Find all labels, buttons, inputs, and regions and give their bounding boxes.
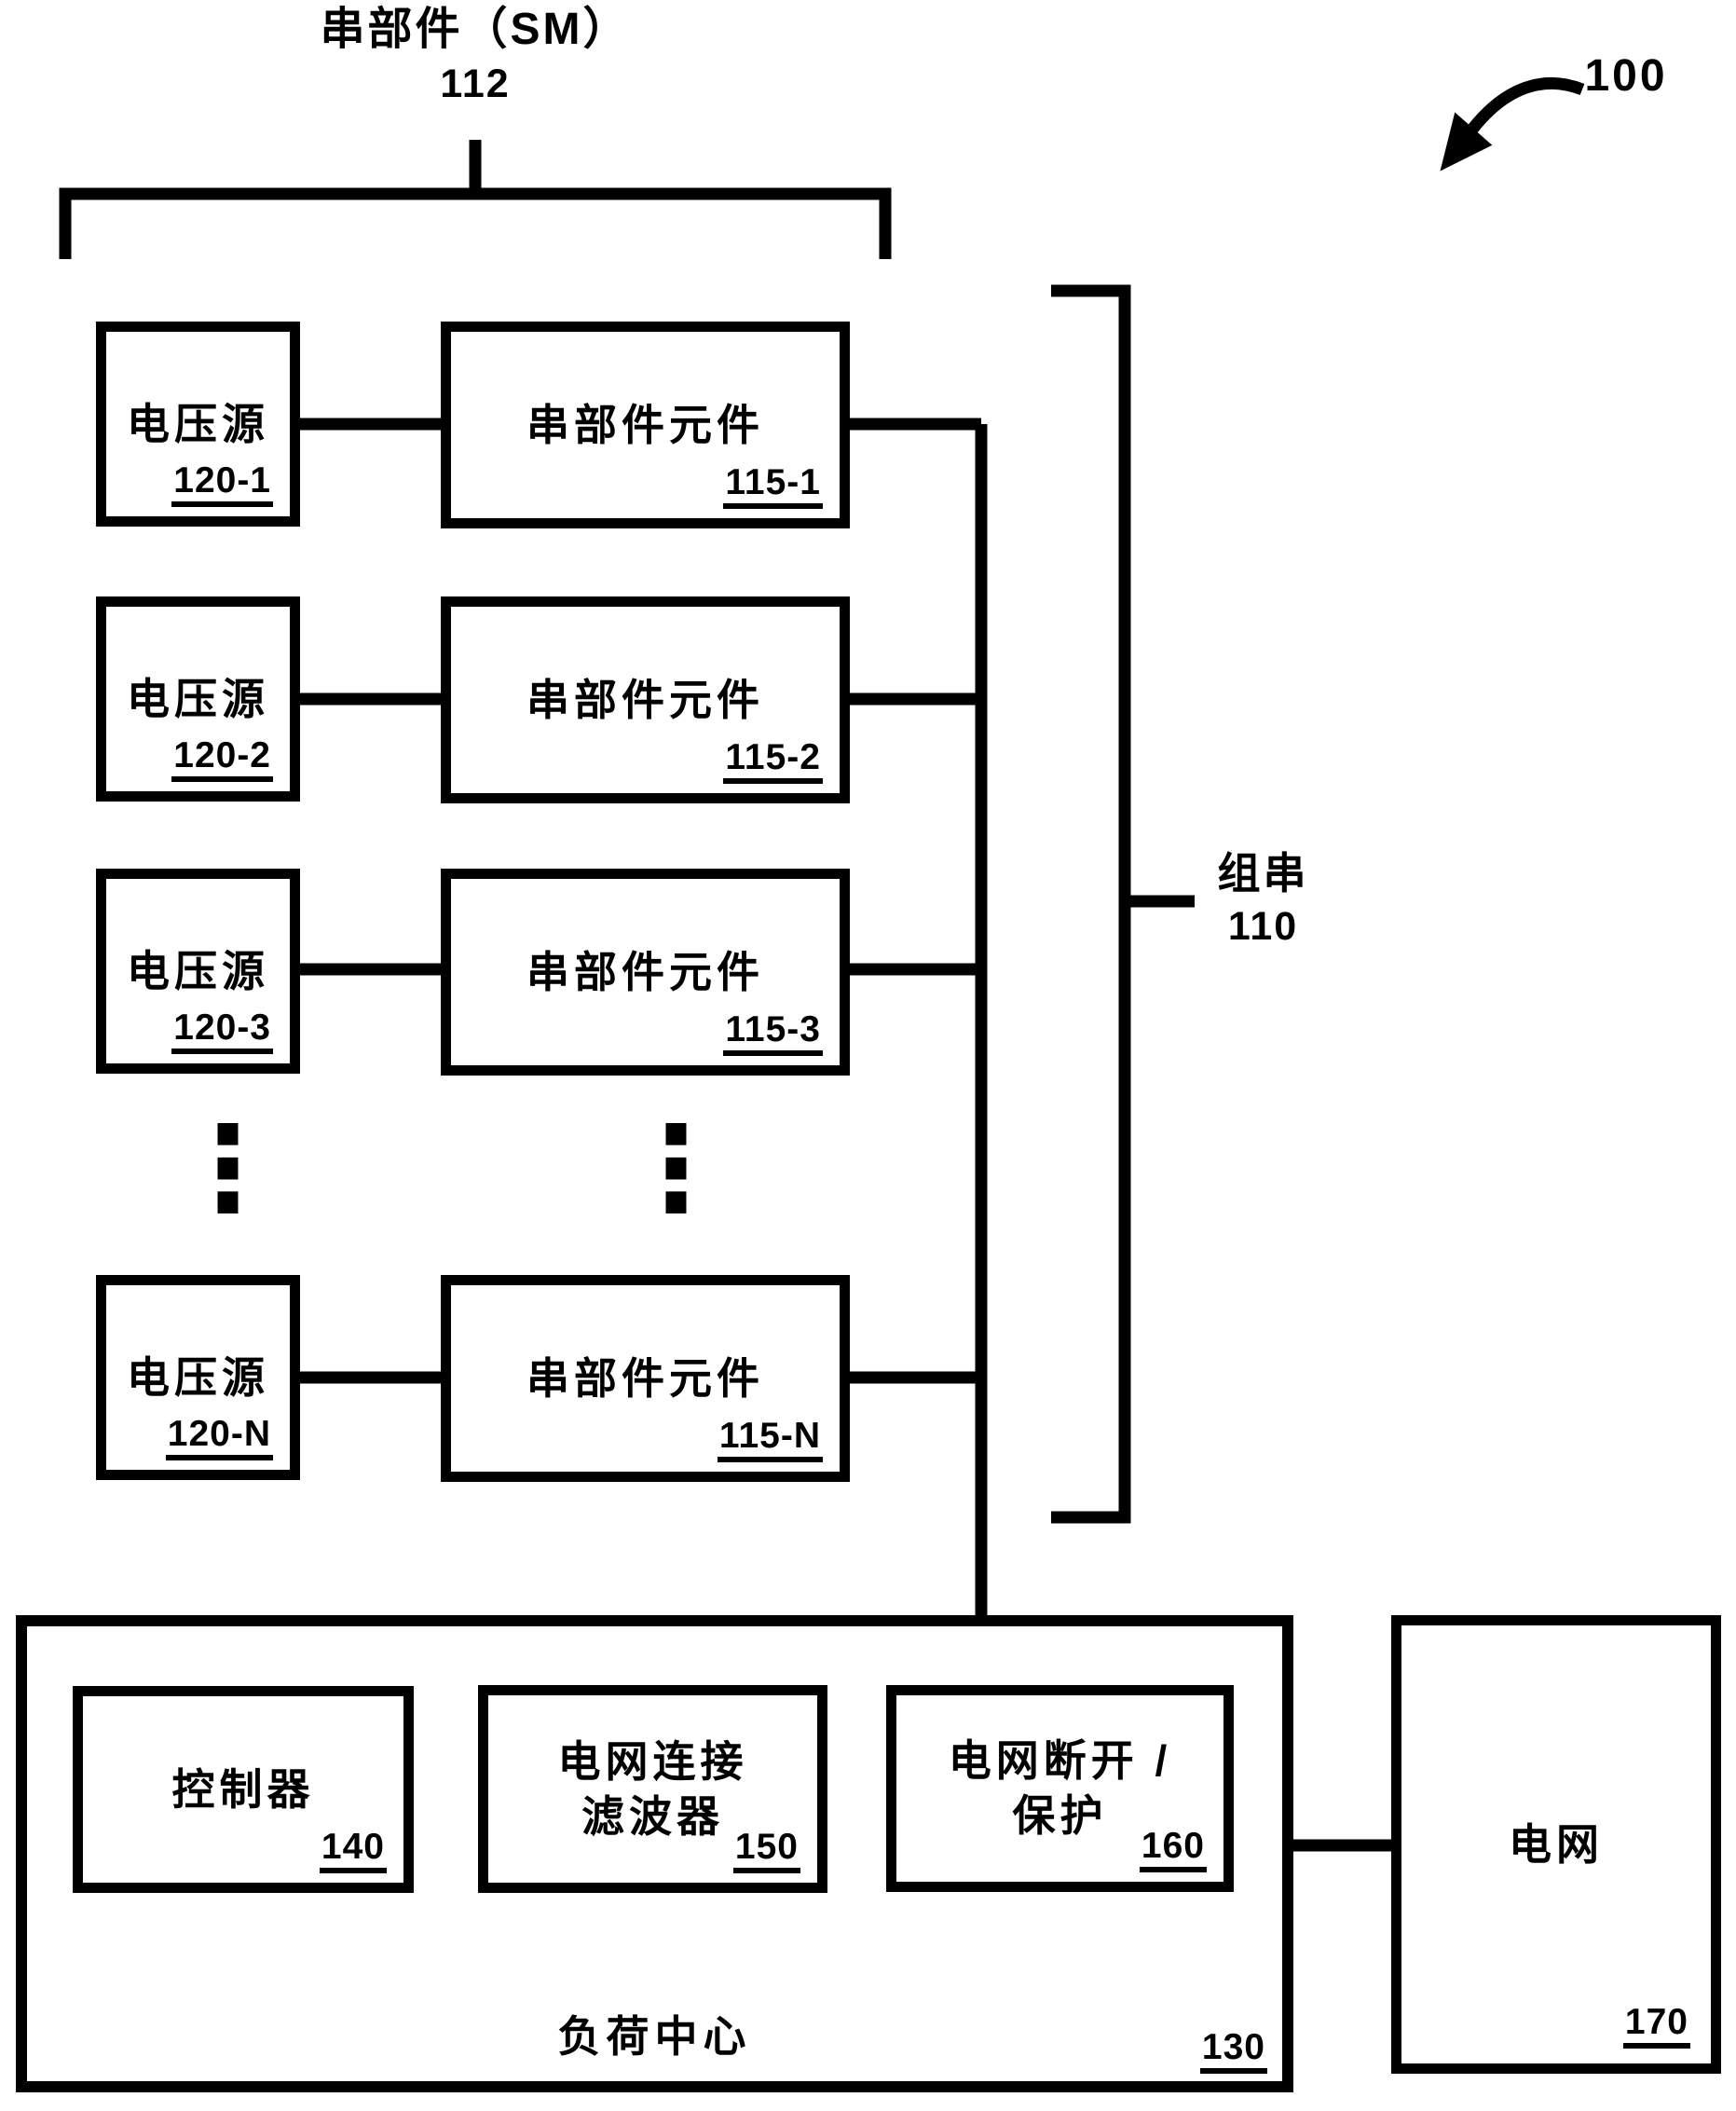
grid-ref: 170 <box>1622 2004 1690 2049</box>
grid-label: 电网 <box>1509 1819 1604 1869</box>
grid-connection-filter-label-line1: 电网连接 <box>557 1736 748 1786</box>
grid-disconnect-protection-box: 电网断开 / 保护 160 <box>886 1685 1234 1892</box>
group-caption-ref: 110 <box>1227 903 1299 949</box>
voltage-source-box-1: 电压源 120-1 <box>96 322 300 527</box>
load-center-box: 控制器 140 电网连接 滤波器 150 电网断开 / 保护 160 负荷中心 … <box>16 1615 1293 2092</box>
grid-disconnect-protection-ref: 160 <box>1139 1828 1207 1872</box>
vertical-ellipsis-right: ⋮ <box>618 1104 734 1234</box>
sm-caption: 串部件（SM） 112 <box>252 5 699 106</box>
string-module-element-ref-n: 115-N <box>717 1418 823 1462</box>
voltage-source-box-3: 电压源 120-3 <box>96 869 300 1074</box>
sm-caption-title: 串部件（SM） <box>320 5 631 54</box>
grid-disconnect-label-line1: 电网断开 / <box>948 1736 1172 1786</box>
voltage-source-label-n: 电压源 <box>127 1352 269 1402</box>
load-center-label: 负荷中心 <box>557 2012 752 2061</box>
figure-ref-label: 100 <box>1575 51 1677 102</box>
grid-disconnect-label-line2: 保护 <box>1012 1791 1108 1840</box>
controller-box: 控制器 140 <box>73 1686 414 1893</box>
group-bracket-shape <box>1051 284 1131 1524</box>
string-module-element-box-3: 串部件元件 115-3 <box>441 869 850 1076</box>
voltage-source-ref-2: 120-2 <box>171 737 273 782</box>
grid-box: 电网 170 <box>1391 1615 1721 2074</box>
sm-bracket-shape <box>59 187 892 259</box>
string-module-element-label-n: 串部件元件 <box>526 1353 764 1403</box>
string-module-element-label-1: 串部件元件 <box>526 400 764 449</box>
ref-100-arrow-curve <box>1463 76 1585 138</box>
string-module-element-box-1: 串部件元件 115-1 <box>441 322 850 528</box>
vertical-ellipsis-left: ⋮ <box>170 1104 286 1234</box>
load-center-ref: 130 <box>1199 2029 1267 2074</box>
controller-label-line1: 控制器 <box>171 1764 315 1814</box>
controller-ref: 140 <box>319 1829 387 1873</box>
string-module-element-box-2: 串部件元件 115-2 <box>441 596 850 803</box>
string-module-element-ref-1: 115-1 <box>723 464 823 509</box>
grid-connection-filter-label-line2: 滤波器 <box>581 1791 724 1841</box>
string-module-element-box-n: 串部件元件 115-N <box>441 1275 850 1482</box>
voltage-source-label-1: 电压源 <box>127 399 269 448</box>
string-module-element-label-2: 串部件元件 <box>526 675 764 724</box>
group-caption: 组串 110 <box>1200 850 1326 949</box>
voltage-source-ref-n: 120-N <box>165 1416 273 1460</box>
grid-connection-filter-box: 电网连接 滤波器 150 <box>478 1685 827 1893</box>
figure-ref-number: 100 <box>1584 51 1668 101</box>
voltage-source-box-n: 电压源 120-N <box>96 1275 300 1480</box>
group-caption-label: 组串 <box>1217 849 1309 898</box>
string-module-element-label-3: 串部件元件 <box>526 947 764 996</box>
grid-connection-filter-ref: 150 <box>732 1829 800 1873</box>
voltage-source-box-2: 电压源 120-2 <box>96 596 300 802</box>
voltage-source-label-3: 电压源 <box>127 946 269 995</box>
string-module-element-ref-2: 115-2 <box>723 739 823 784</box>
voltage-source-label-2: 电压源 <box>127 674 269 723</box>
string-module-element-ref-3: 115-3 <box>723 1011 823 1056</box>
sm-caption-ref: 112 <box>440 61 511 106</box>
voltage-source-ref-1: 120-1 <box>171 462 273 507</box>
voltage-source-ref-3: 120-3 <box>171 1009 273 1054</box>
ref-100-arrowhead <box>1440 112 1493 171</box>
